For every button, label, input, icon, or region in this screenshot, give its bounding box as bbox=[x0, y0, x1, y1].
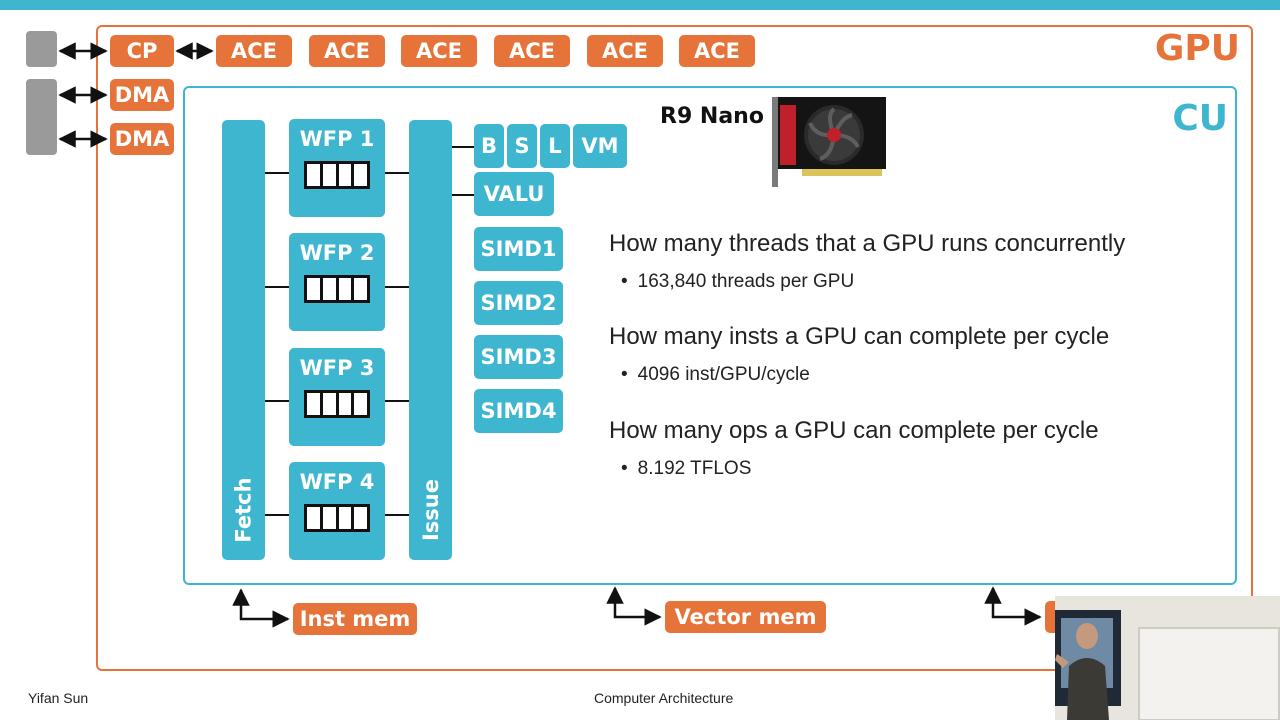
vector-mem-block: Vector mem bbox=[665, 601, 826, 633]
wfp3-issue-line bbox=[385, 400, 409, 402]
question-1: How many threads that a GPU runs concurr… bbox=[609, 230, 1126, 257]
wavefront-slots bbox=[304, 161, 370, 189]
fetch-label: Fetch bbox=[231, 477, 256, 543]
simd-1-unit: SIMD1 bbox=[474, 227, 563, 271]
answer-3: 8.192 TFLOS bbox=[621, 458, 752, 480]
top-accent-bar bbox=[0, 0, 1280, 10]
issue-valu-line bbox=[452, 194, 474, 196]
wfp-3: WFP 3 bbox=[289, 348, 385, 446]
fetch-wfp2-line bbox=[265, 286, 289, 288]
ace-block-3: ACE bbox=[401, 35, 477, 67]
simd-4-unit: SIMD4 bbox=[474, 389, 563, 433]
wfp-4: WFP 4 bbox=[289, 462, 385, 560]
valu-unit: VALU bbox=[474, 172, 554, 216]
cu-boundary bbox=[183, 86, 1237, 585]
wfp-2-label: WFP 2 bbox=[299, 241, 375, 265]
ace-block-2: ACE bbox=[309, 35, 385, 67]
wfp-1: WFP 1 bbox=[289, 119, 385, 217]
product-name: R9 Nano bbox=[660, 104, 764, 129]
fetch-unit: Fetch bbox=[222, 120, 265, 560]
issue-unit: Issue bbox=[409, 120, 452, 560]
wfp1-issue-line bbox=[385, 172, 409, 174]
question-3: How many ops a GPU can complete per cycl… bbox=[609, 417, 1099, 444]
wavefront-slots bbox=[304, 275, 370, 303]
wfp-4-label: WFP 4 bbox=[299, 470, 375, 494]
fetch-wfp3-line bbox=[265, 400, 289, 402]
gpu-label: GPU bbox=[1154, 28, 1240, 69]
wfp-3-label: WFP 3 bbox=[299, 356, 375, 380]
fetch-wfp4-line bbox=[265, 514, 289, 516]
scalar-unit: S bbox=[507, 124, 537, 168]
wavefront-slots bbox=[304, 390, 370, 418]
footer-course: Computer Architecture bbox=[594, 690, 734, 706]
ace-block-6: ACE bbox=[679, 35, 755, 67]
ace-block-5: ACE bbox=[587, 35, 663, 67]
ace-block-1: ACE bbox=[216, 35, 292, 67]
dma-block-1: DMA bbox=[110, 79, 174, 111]
inst-mem-block: Inst mem bbox=[293, 603, 417, 635]
cu-label: CU bbox=[1172, 98, 1228, 139]
dma-block-2: DMA bbox=[110, 123, 174, 155]
presenter-webcam bbox=[1055, 596, 1280, 720]
simd-3-unit: SIMD3 bbox=[474, 335, 563, 379]
simd-2-unit: SIMD2 bbox=[474, 281, 563, 325]
ace-block-4: ACE bbox=[494, 35, 570, 67]
issue-branch-line bbox=[452, 146, 474, 148]
issue-label: Issue bbox=[418, 478, 443, 542]
cp-block: CP bbox=[110, 35, 174, 67]
wavefront-slots bbox=[304, 504, 370, 532]
vector-memory-unit: VM bbox=[573, 124, 627, 168]
host-block-top bbox=[26, 31, 57, 67]
wfp4-issue-line bbox=[385, 514, 409, 516]
answer-2: 4096 inst/GPU/cycle bbox=[621, 364, 810, 386]
gpu-boundary bbox=[96, 25, 1253, 671]
graphics-card-photo bbox=[772, 97, 886, 187]
answer-1: 163,840 threads per GPU bbox=[621, 271, 855, 293]
question-2: How many insts a GPU can complete per cy… bbox=[609, 323, 1110, 350]
lds-unit: L bbox=[540, 124, 570, 168]
wfp-1-label: WFP 1 bbox=[299, 127, 375, 151]
branch-unit: B bbox=[474, 124, 504, 168]
footer-author: Yifan Sun bbox=[28, 690, 89, 706]
host-block-memory bbox=[26, 79, 57, 155]
wfp-2: WFP 2 bbox=[289, 233, 385, 331]
wfp2-issue-line bbox=[385, 286, 409, 288]
fetch-wfp1-line bbox=[265, 172, 289, 174]
